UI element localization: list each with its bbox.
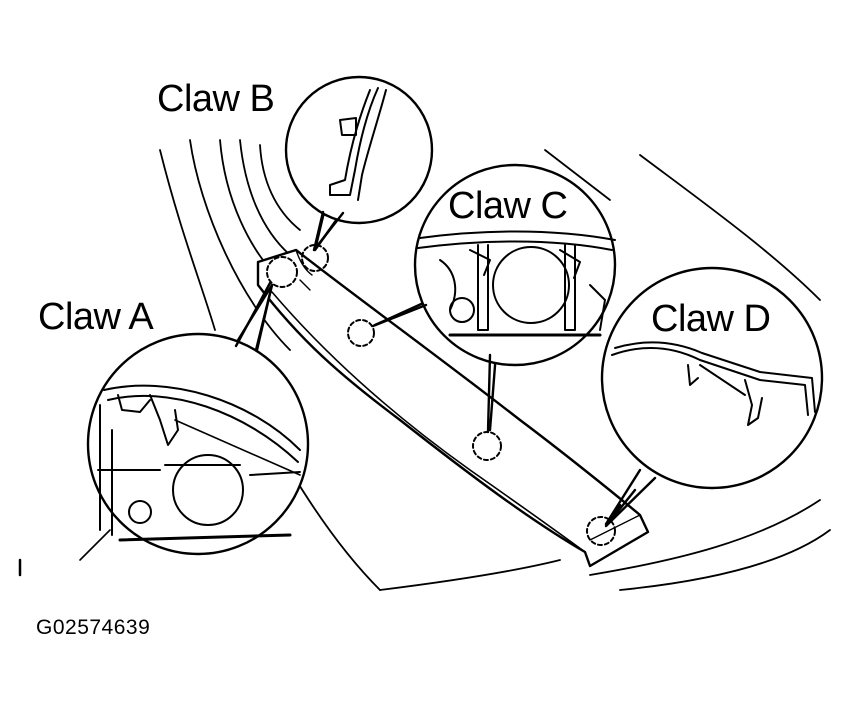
claw-location-markers <box>267 245 615 545</box>
claw-d-location <box>587 517 615 545</box>
claw-d-callout <box>602 268 822 526</box>
claw-a-detail <box>98 386 300 540</box>
claw-c-location-upper <box>348 320 374 346</box>
claw-c-callout <box>373 165 615 432</box>
claw-d-label: Claw D <box>651 298 771 340</box>
claw-a-callout <box>80 283 308 560</box>
figure-id: G02574639 <box>36 616 151 639</box>
claw-b-detail <box>330 88 386 200</box>
claw-c-detail <box>418 232 615 336</box>
claw-c-label: Claw C <box>448 185 568 227</box>
claw-b-label: Claw B <box>157 78 275 120</box>
claw-b-callout <box>286 77 432 250</box>
claw-a-label: Claw A <box>38 296 154 338</box>
claw-a-location <box>267 257 297 287</box>
claw-d-detail <box>612 343 815 425</box>
